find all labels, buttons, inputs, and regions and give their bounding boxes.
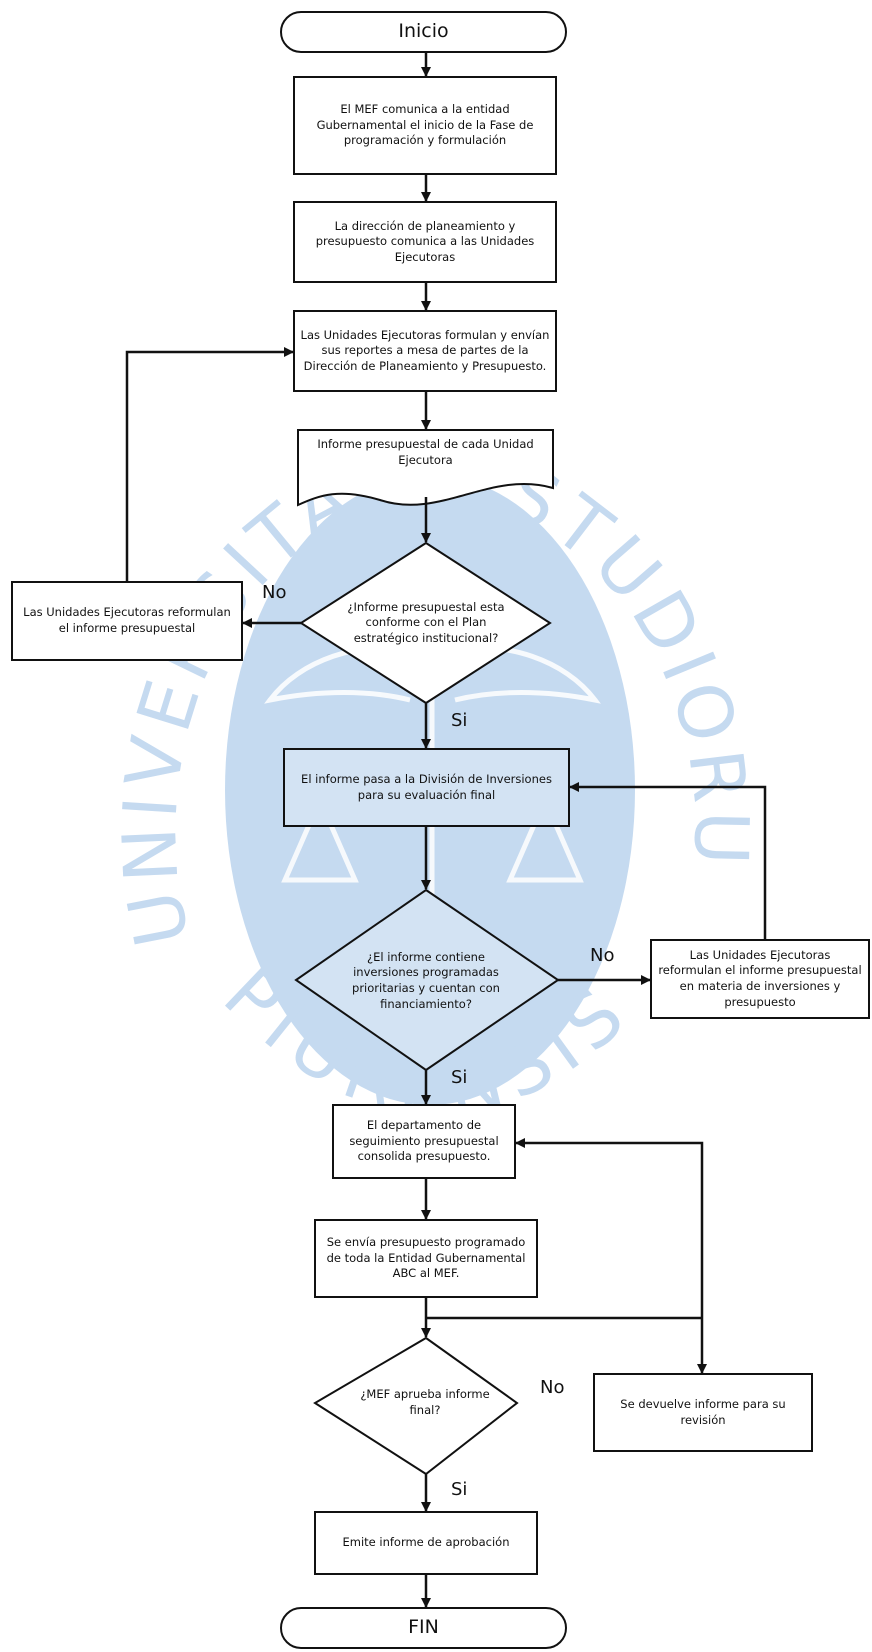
step6-box — [314, 1219, 538, 1298]
step2-box — [293, 201, 557, 283]
arrow-return-loop — [515, 1138, 704, 1318]
step1-box — [293, 76, 557, 175]
step5-box — [332, 1104, 516, 1179]
step3-box — [293, 310, 557, 392]
decision1-no-label: No — [262, 582, 287, 603]
start-terminator — [280, 11, 567, 53]
step2-text: La dirección de planeamiento y presupues… — [315, 218, 535, 264]
reform1-text: Las Unidades Ejecutoras reformulan el in… — [23, 605, 231, 635]
decision3-text: ¿MEF aprueba informe final? — [360, 1387, 490, 1417]
decision2-si-label: Si — [451, 1067, 468, 1088]
decision2-no-label: No — [590, 945, 615, 966]
end-terminator — [280, 1607, 567, 1649]
decision3-si-label: Si — [451, 1479, 468, 1500]
seal-scale-pan-left — [281, 793, 359, 883]
arrow-reform2-loop — [569, 782, 767, 940]
document-text: Informe presupuestal de cada Unidad Ejec… — [317, 437, 534, 467]
reform2-box — [650, 939, 870, 1019]
step3-text: Las Unidades Ejecutoras formulan y envía… — [300, 327, 550, 373]
reform2-text: Las Unidades Ejecutoras reformulan el in… — [658, 947, 862, 1009]
return-text: Se devuelve informe para su revisión — [620, 1396, 786, 1427]
decision3-no-label: No — [540, 1377, 565, 1398]
step1-text: El MEF comunica a la entidad Gubernament… — [316, 102, 534, 148]
step4-box — [283, 748, 570, 827]
step4-text: El informe pasa a la División de Inversi… — [301, 771, 552, 802]
decision2-text: ¿El informe contiene inversiones program… — [352, 949, 500, 1011]
seal-scale-pan-right — [506, 793, 584, 883]
decision1-si-label: Si — [451, 710, 468, 731]
decision1-text: ¿Informe presupuestal esta conforme con … — [347, 599, 505, 645]
arrow-reform1-loop — [125, 347, 294, 582]
step7-box — [314, 1511, 538, 1575]
end-label: FIN — [408, 1616, 439, 1639]
start-label: Inicio — [398, 20, 449, 43]
step6-text: Se envía presupuesto programado de toda … — [326, 1235, 526, 1281]
return-box — [593, 1373, 813, 1452]
step5-text: El departamento de seguimiento presupues… — [349, 1118, 499, 1164]
document-shape — [297, 429, 554, 507]
step7-text: Emite informe de aprobación — [342, 1535, 510, 1550]
